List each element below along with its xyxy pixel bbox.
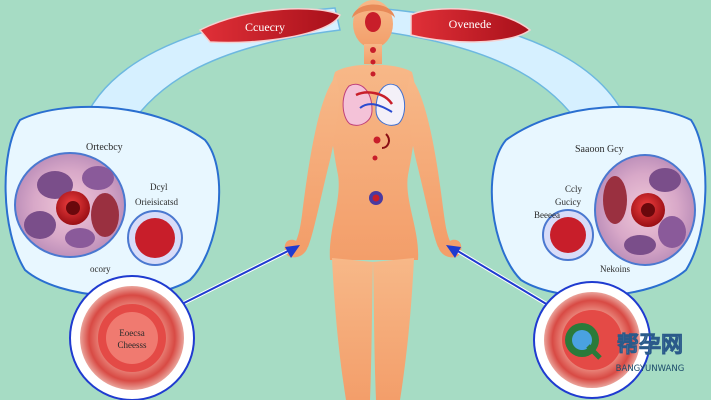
left-cell-bottom: ocory <box>90 264 111 274</box>
left-cell-sub-2: Orieisicatsd <box>135 197 178 207</box>
right-cell-title: Saaoon Gcy <box>575 144 624 155</box>
left-cell-title: Ortecbcy <box>86 142 123 153</box>
right-leg <box>373 258 414 400</box>
watermark-en: BANGYUNWANG <box>616 364 685 374</box>
right-arm <box>406 76 452 247</box>
human-body-figure <box>284 0 462 400</box>
watermark-cn: 帮孕网 <box>617 332 683 358</box>
left-leg <box>332 258 373 400</box>
top-left-banner-label: Ccuecry <box>245 20 285 34</box>
right-arrow <box>446 245 550 307</box>
right-tissue-circle <box>533 281 651 399</box>
left-cell-sub-1: Dcyl <box>150 182 168 192</box>
organ-dot <box>373 136 381 144</box>
trachea-dot <box>370 59 376 65</box>
left-tissue-label-1: Eoecsa <box>119 328 144 338</box>
right-cell-bubble: Saaoon Gcy Ccly Gucicy Beeeea Nekoins <box>490 105 707 298</box>
trachea-dot <box>370 47 376 53</box>
left-cell-bubble: Ortecbcy Dcyl Orieisicatsd ocory <box>4 105 221 298</box>
trachea-dot <box>370 71 376 77</box>
top-right-banner-label: Ovenede <box>449 17 492 31</box>
right-cell-sub-3: Beeeea <box>534 210 560 220</box>
right-lung <box>375 83 406 126</box>
top-left-banner-shape <box>198 8 342 44</box>
left-arrow <box>179 245 300 307</box>
right-cell-bottom: Nekoins <box>600 264 630 274</box>
left-lung <box>342 83 373 126</box>
top-right-banner-shape <box>410 8 532 43</box>
organ-dot <box>372 155 378 161</box>
left-tissue-circle: Eoecsa Cheesss <box>69 275 195 400</box>
left-tissue-label-2: Cheesss <box>118 340 147 350</box>
right-cell-sub-1: Ccly <box>565 184 582 194</box>
right-cell-sub-2: Gucicy <box>555 197 581 207</box>
left-arm <box>294 76 340 247</box>
watermark: 帮孕网 BANGYUNWANG <box>565 323 684 374</box>
